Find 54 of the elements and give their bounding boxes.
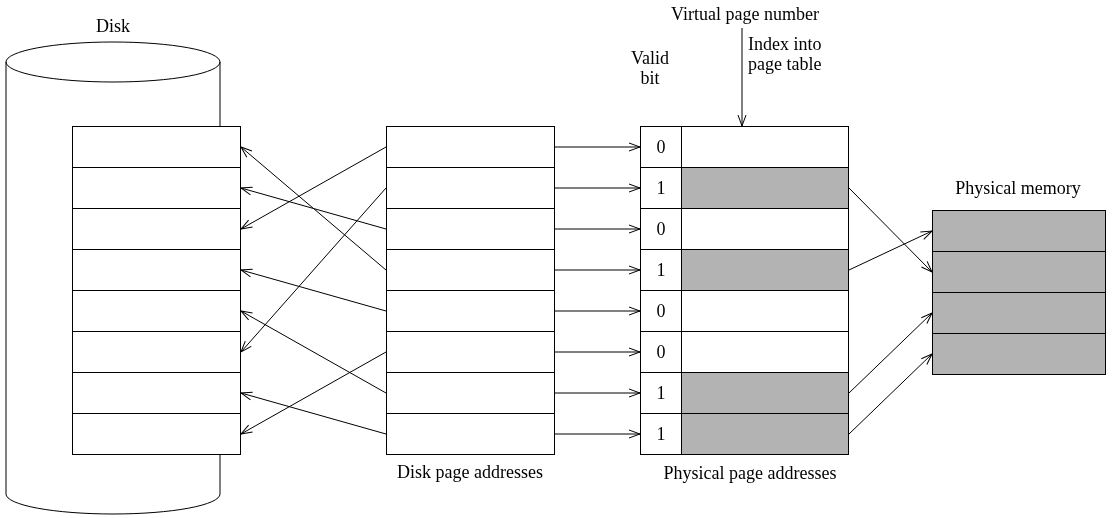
arrow	[240, 146, 387, 271]
page-table-entry	[681, 249, 849, 291]
memory-frame	[932, 251, 1106, 293]
memory-frame	[932, 210, 1106, 252]
column-label: Physical page addresses	[662, 463, 838, 483]
valid-bit-cell: 0	[640, 126, 682, 168]
arrow	[554, 388, 641, 398]
page-table-entry	[681, 167, 849, 209]
arrow	[554, 265, 641, 275]
arrow	[848, 187, 933, 273]
arrow	[554, 429, 641, 439]
valid-bit-cell: 1	[640, 413, 682, 455]
arrow	[554, 183, 641, 193]
page-table-entry	[681, 372, 849, 414]
arrow	[554, 142, 641, 152]
arrow	[554, 347, 641, 357]
address-cell	[386, 126, 555, 168]
memory-label: Physical memory	[954, 178, 1082, 198]
arrow	[240, 310, 387, 394]
arrow	[240, 351, 387, 435]
disk-block	[72, 126, 241, 168]
arrow	[848, 230, 933, 271]
disk-block	[72, 249, 241, 291]
disk-block	[72, 290, 241, 332]
arrow	[848, 312, 933, 394]
address-cell	[386, 413, 555, 455]
memory-frame	[932, 292, 1106, 334]
disk-block	[72, 372, 241, 414]
arrow	[848, 353, 933, 435]
address-cell	[386, 290, 555, 332]
arrow	[554, 306, 641, 316]
disk-block	[72, 331, 241, 373]
disk-block	[72, 413, 241, 455]
input-label: Virtual page number	[670, 4, 820, 24]
address-cell	[386, 372, 555, 414]
page-table-entry	[681, 413, 849, 455]
memory-frame	[932, 333, 1106, 375]
arrow	[240, 391, 387, 435]
arrow	[554, 224, 641, 234]
address-cell	[386, 249, 555, 291]
disk-block	[72, 167, 241, 209]
page-table-entry	[681, 126, 849, 168]
arrow	[240, 146, 387, 230]
column-label: Disk page addresses	[396, 462, 544, 482]
address-cell	[386, 331, 555, 373]
arrow	[240, 187, 387, 353]
arrow	[240, 268, 387, 312]
disk-block	[72, 208, 241, 250]
disk-label: Disk	[95, 16, 131, 36]
address-cell	[386, 167, 555, 209]
column-header: Valid bit	[630, 48, 670, 88]
arrow	[240, 186, 387, 230]
address-cell	[386, 208, 555, 250]
arrow	[737, 27, 747, 127]
